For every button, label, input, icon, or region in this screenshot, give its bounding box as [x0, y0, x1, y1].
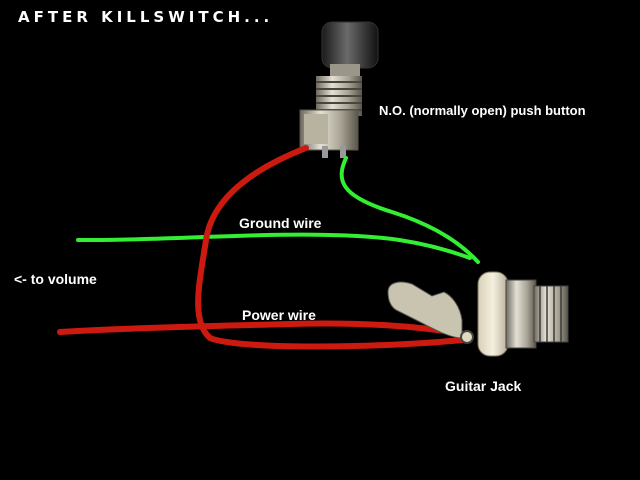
power-wire-label: Power wire — [242, 307, 316, 323]
jack-thread — [533, 285, 569, 343]
button-body-face — [304, 114, 328, 144]
button-stem — [330, 64, 360, 78]
power-wire-main — [57, 320, 465, 337]
button-lug-right — [340, 146, 346, 158]
ground-wire-to-button — [339, 156, 480, 264]
jack-nut — [505, 279, 537, 349]
guitar-jack-icon — [387, 271, 569, 357]
button-cap — [321, 21, 379, 69]
jack-tip-contact — [387, 281, 463, 339]
ground-wire-main — [76, 232, 472, 260]
jack-solder-lug — [460, 330, 474, 344]
to-volume-label: <- to volume — [14, 271, 97, 287]
push-button-icon — [299, 21, 379, 158]
guitar-jack-label: Guitar Jack — [445, 378, 522, 394]
ground-wire — [76, 156, 480, 264]
power-wire — [57, 145, 465, 350]
button-thread — [316, 76, 362, 116]
push-button-label: N.O. (normally open) push button — [379, 103, 586, 118]
jack-body — [477, 271, 509, 357]
ground-wire-label: Ground wire — [239, 215, 322, 231]
button-lug-left — [322, 146, 328, 158]
page-title: AFTER KILLSWITCH... — [18, 8, 274, 26]
power-wire-to-button — [195, 145, 465, 350]
